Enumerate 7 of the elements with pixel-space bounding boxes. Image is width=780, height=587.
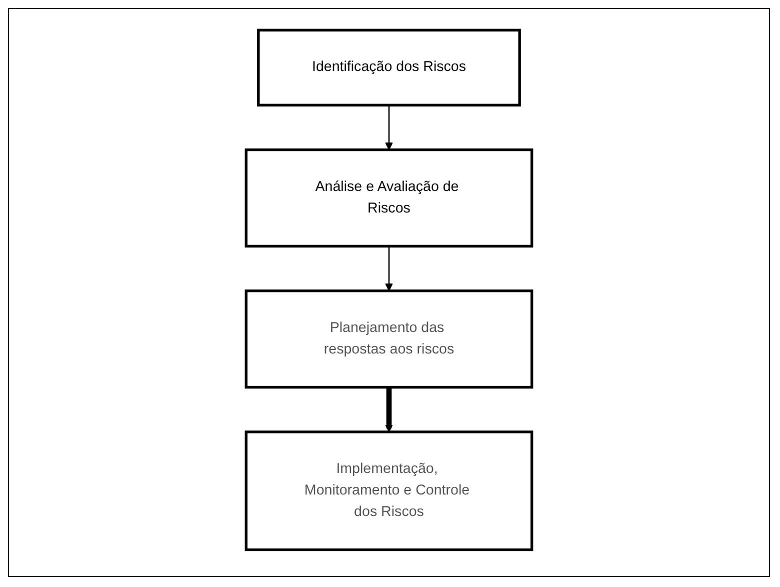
arrow [385,105,393,150]
node-box: Análise e Avaliação de Riscos [244,148,534,248]
node-box: Identificação dos Riscos [257,28,521,107]
arrow [385,246,393,292]
arrow [385,387,393,432]
node-box: Implementação, Monitoramento e Controle dos Riscos [244,430,534,552]
node-box: Planejamento das respostas aos riscos [244,290,534,389]
